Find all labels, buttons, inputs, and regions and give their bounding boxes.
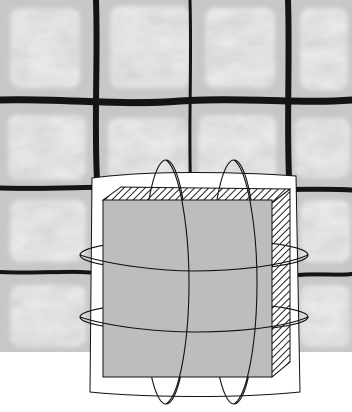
block-front-face	[103, 200, 272, 377]
block-side-face-hatched	[272, 189, 290, 377]
